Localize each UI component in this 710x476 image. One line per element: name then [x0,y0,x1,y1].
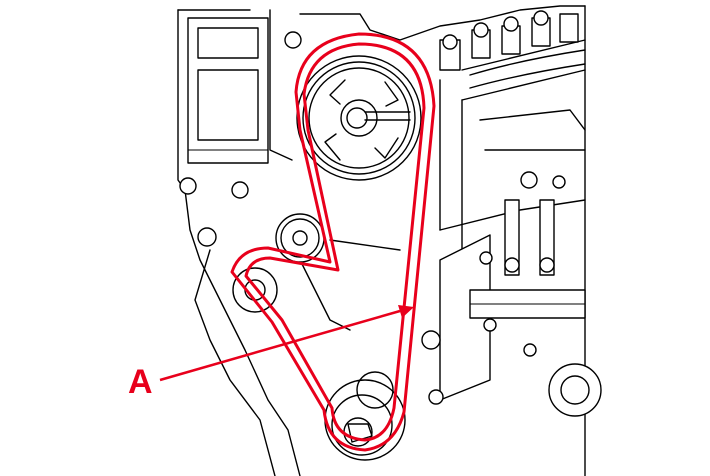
camshaft-sprocket [296,55,422,181]
timing-belt [230,32,436,452]
control-module [187,17,269,164]
callout-label-a: A [128,363,153,401]
callout-leader [159,305,414,382]
valve-train [439,10,586,89]
block-bolts [179,31,444,405]
tool-bracket [439,171,602,417]
